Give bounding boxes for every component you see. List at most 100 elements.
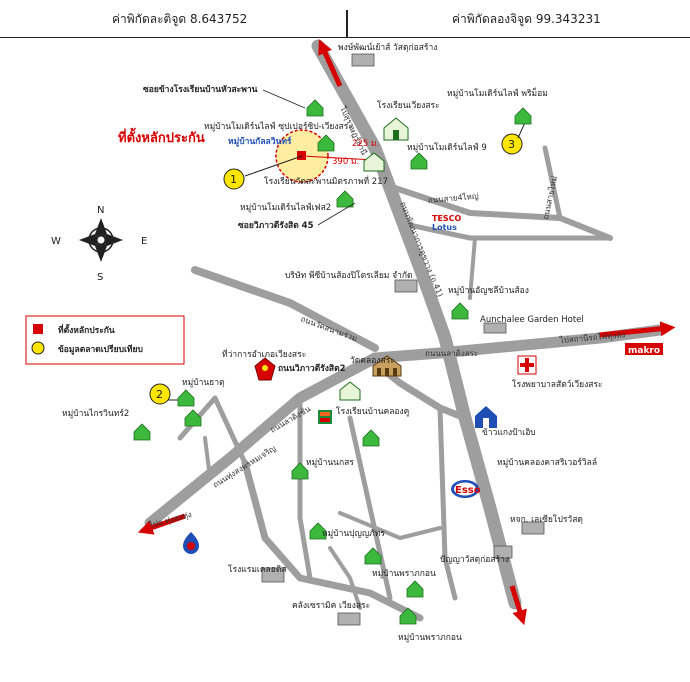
label-vipavadee2: ถนนวิภาวดีรังสิต2 [278,363,346,374]
house-icon [451,302,469,320]
arrow-southwest [137,513,186,535]
label-district-office: ที่ว่าการอำเภอเวียงสระ [222,348,306,360]
label-company: บริษัท พีซีบ้านส้องปิโตรเลียม จำกัด [285,270,413,281]
label-alley-school: ซอยข้างโรงเรียนบ้านหัวสะพาน [143,84,258,95]
legend-market-label: ข้อมูลตลาดเปรียบเทียบ [58,344,143,355]
house-icon [399,607,417,625]
house-icon [309,522,327,540]
label-khlongsara-river: หมู่บ้านคลองคาสริเวอร์วิลล์ [497,457,597,468]
building-icon [351,53,375,67]
building-icon [337,612,361,626]
marker-1: 1 [223,168,245,190]
seven-eleven-icon [318,410,332,424]
main-highway [311,39,522,610]
label-anchan: หมู่บ้านอัญชลีบ้านส้อง [448,285,529,296]
distance-390: 390 ม. [332,157,359,167]
building-icon [493,545,513,559]
makro-logo-icon: makro [625,343,663,356]
label-bunyaphat: หมู่บ้านปุญญภัทร [322,528,385,539]
location-map: ไปสุราษฎร์ธานี ถนนพัฒนาการคูขวาง (ถ.41) … [25,39,676,643]
road-east-upper [392,185,613,241]
home-icon [475,406,497,428]
collateral-village: หมู่บ้านกัลลวินทร์ [228,136,292,147]
road-upper-west [191,266,379,352]
svg-text:1: 1 [230,173,237,186]
label-vill-phra2: หมู่บ้านพราภกอน [398,632,462,643]
road-inner-1 [297,395,313,581]
longitude-label: ค่าพิกัดลองจิจูด 99.343231 [452,12,601,26]
house-icon [410,152,428,170]
label-wiang-school: โรงเรียนเวียงสระ [377,100,440,111]
latitude-label: ค่าพิกัดละติจูด 8.643752 [112,12,248,26]
collateral-marker [297,151,306,160]
house-icon [306,99,324,117]
tesco-label: TESCO [432,214,462,223]
arrow-south [509,585,527,626]
label-modern-phase2: หมู่บ้านโมเดิร์นไลฟ์เฟส2 [240,202,331,213]
road-label-district: ถนนนลาดิงสระ [425,349,478,358]
label-hotel-kaes: โรงแรมเคลอติส [228,564,287,575]
label-modern-pitmo: หมู่บ้านโมเดิร์นไลฟ์ พริม็อม [447,87,548,99]
temple-icon [372,355,402,377]
road-east-lower [397,220,613,241]
house-icon [406,580,424,598]
legend-market-swatch [31,341,45,355]
lotus-label: Lotus [432,223,457,232]
road-label-east: ถนนสาย4ไหญ่ [427,192,479,205]
government-emblem-icon [254,357,276,381]
label-modern9: หมู่บ้านโมเดิร์นไลฟ์ 9 [407,142,487,153]
compass-n: N [97,205,104,216]
esso-label: Esso [455,485,481,496]
house-icon [184,409,202,427]
label-krairin2: หมู่บ้านไกรวินทร์2 [62,408,129,419]
label-rama: หมู่บ้านธาตุ [182,377,225,388]
label-soi45: ซอยวิภาวดีรังสิต 45 [238,220,314,231]
road-to-south [144,352,381,529]
tesco-logo-icon: TESCO Lotus [432,214,462,232]
village-icons [133,99,532,625]
label-khlang: คลังเซรามิค เวียงสระ [292,600,370,611]
coordinate-header: ค่าพิกัดละติจูด 8.643752 ค่าพิกัดลองจิจู… [0,0,690,38]
arrow-north [318,39,343,88]
house-icon [514,107,532,125]
legend-collateral-swatch [33,324,43,334]
road-ne [542,145,563,221]
house-icon [317,134,335,152]
house-icon [336,190,354,208]
label-vill-phra: หมู่บ้านพราภกอน [372,568,436,579]
school-icon [383,117,409,141]
road-label-khlong: ถนนวัดสนามร่วม [299,314,358,343]
esso-logo-icon: Esso [451,480,481,498]
road-stub-east [468,236,477,300]
legend-collateral-label: ที่ตั้งหลักประกัน [58,323,115,336]
header-divider [346,10,348,37]
compass-w: W [51,236,61,247]
label-hotel: Aunchalee Garden Hotel [480,315,584,325]
house-icon [362,429,380,447]
building-icons [261,53,545,626]
label-sanam-school: โรงเรียนวัดสะพานมิตรภาพที่ 217 [264,175,388,187]
road-loop-2 [241,459,424,622]
road-inner-3 [437,405,458,601]
label-modern-super: หมู่บ้านโมเดิร์นไลฟ์ ซุปเปอร์ซิป-เวียงสร… [204,121,353,132]
road-west-stub [203,436,212,480]
makro-label: makro [628,346,660,356]
road-inner-4 [338,511,442,540]
house-icon [177,389,195,407]
building-icon [261,567,285,583]
direction-arrows [137,39,676,626]
marker-2: 2 [149,383,188,405]
road-inner-2 [347,415,393,601]
school-icon [363,152,385,172]
label-khlong-school: โรงเรียนบ้านคลองคู [336,406,409,417]
label-wat: วัดคลองสระ [350,356,395,366]
map-legend: ที่ตั้งหลักประกัน ข้อมูลตลาดเปรียบเทียบ [25,315,185,365]
road-network [144,39,666,622]
compass-s: S [97,272,103,283]
building-icon [394,279,418,293]
label-bank: ข้าวแกงป้าเอิบ [482,427,536,438]
road-inner-5 [328,546,362,610]
distance-225: 225 ม. [352,139,379,149]
house-icon [364,547,382,565]
label-north-store: พงษ์พัฒน์เย้าส์ วัสดุก่อสร้าง [338,42,437,53]
